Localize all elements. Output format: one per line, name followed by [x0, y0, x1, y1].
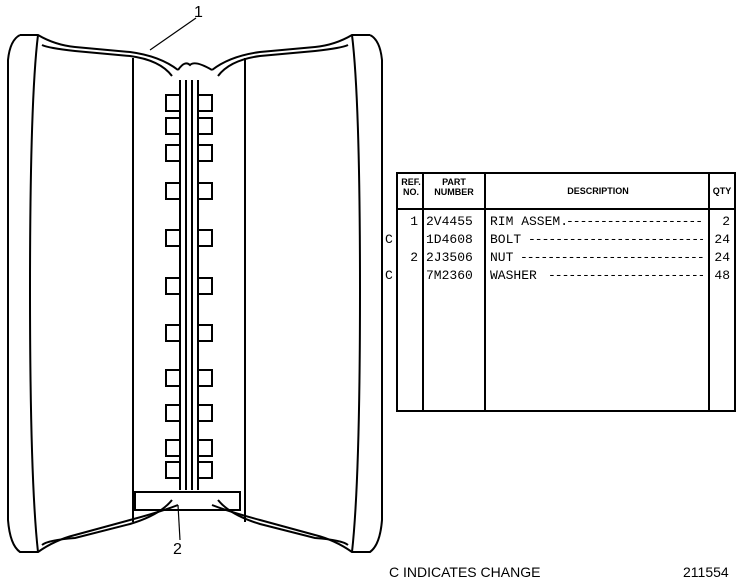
change-mark: C — [385, 268, 393, 283]
header-part-number: PART NUMBER — [434, 177, 474, 197]
figure-number: 211554 — [683, 564, 729, 580]
leader-dashes: ---------------------------------------- — [520, 250, 703, 265]
left-rim-outline — [7, 34, 179, 553]
rim-assembly-drawing — [7, 17, 383, 553]
leader-dashes: ------------------------------ — [566, 214, 701, 229]
part-number: 7M2360 — [426, 268, 473, 283]
bolt-column — [165, 94, 213, 479]
change-legend: C INDICATES CHANGE — [389, 564, 541, 580]
table-row: 1D4608 BOLT ----------------------------… — [398, 232, 734, 250]
leader-line-2 — [177, 504, 181, 541]
quantity: 48 — [714, 268, 730, 283]
header-ref-no: REF. NO. — [401, 177, 421, 197]
change-mark: C — [385, 232, 393, 247]
table-row: 7M2360 WASHER --------------------------… — [398, 268, 734, 286]
header-description: DESCRIPTION — [567, 186, 629, 196]
right-rim-outline — [211, 34, 383, 553]
parts-list-table: REF. NO. PART NUMBER DESCRIPTION QTY 1 2… — [396, 172, 736, 412]
description: NUT — [490, 250, 514, 265]
leader-dashes: -------------------------------------- — [528, 232, 703, 247]
callout-1: 1 — [194, 4, 203, 21]
table-row: 2 2J3506 NUT ---------------------------… — [398, 250, 734, 268]
part-number: 1D4608 — [426, 232, 473, 247]
table-header: REF. NO. PART NUMBER DESCRIPTION QTY — [398, 174, 734, 210]
description: BOLT — [490, 232, 522, 247]
header-qty: QTY — [712, 186, 732, 196]
quantity: 24 — [714, 250, 730, 265]
ref-no: 1 — [410, 214, 418, 229]
callout-2: 2 — [173, 541, 182, 558]
leader-dashes: ---------------------------------- — [548, 268, 703, 283]
table-row: 1 2V4455 RIM ASSEM. --------------------… — [398, 214, 734, 232]
quantity: 24 — [714, 232, 730, 247]
description: RIM ASSEM. — [490, 214, 569, 229]
quantity: 2 — [722, 214, 730, 229]
part-number: 2J3506 — [426, 250, 473, 265]
description: WASHER — [490, 268, 537, 283]
ref-no: 2 — [410, 250, 418, 265]
leader-line-1 — [149, 17, 197, 51]
part-number: 2V4455 — [426, 214, 473, 229]
